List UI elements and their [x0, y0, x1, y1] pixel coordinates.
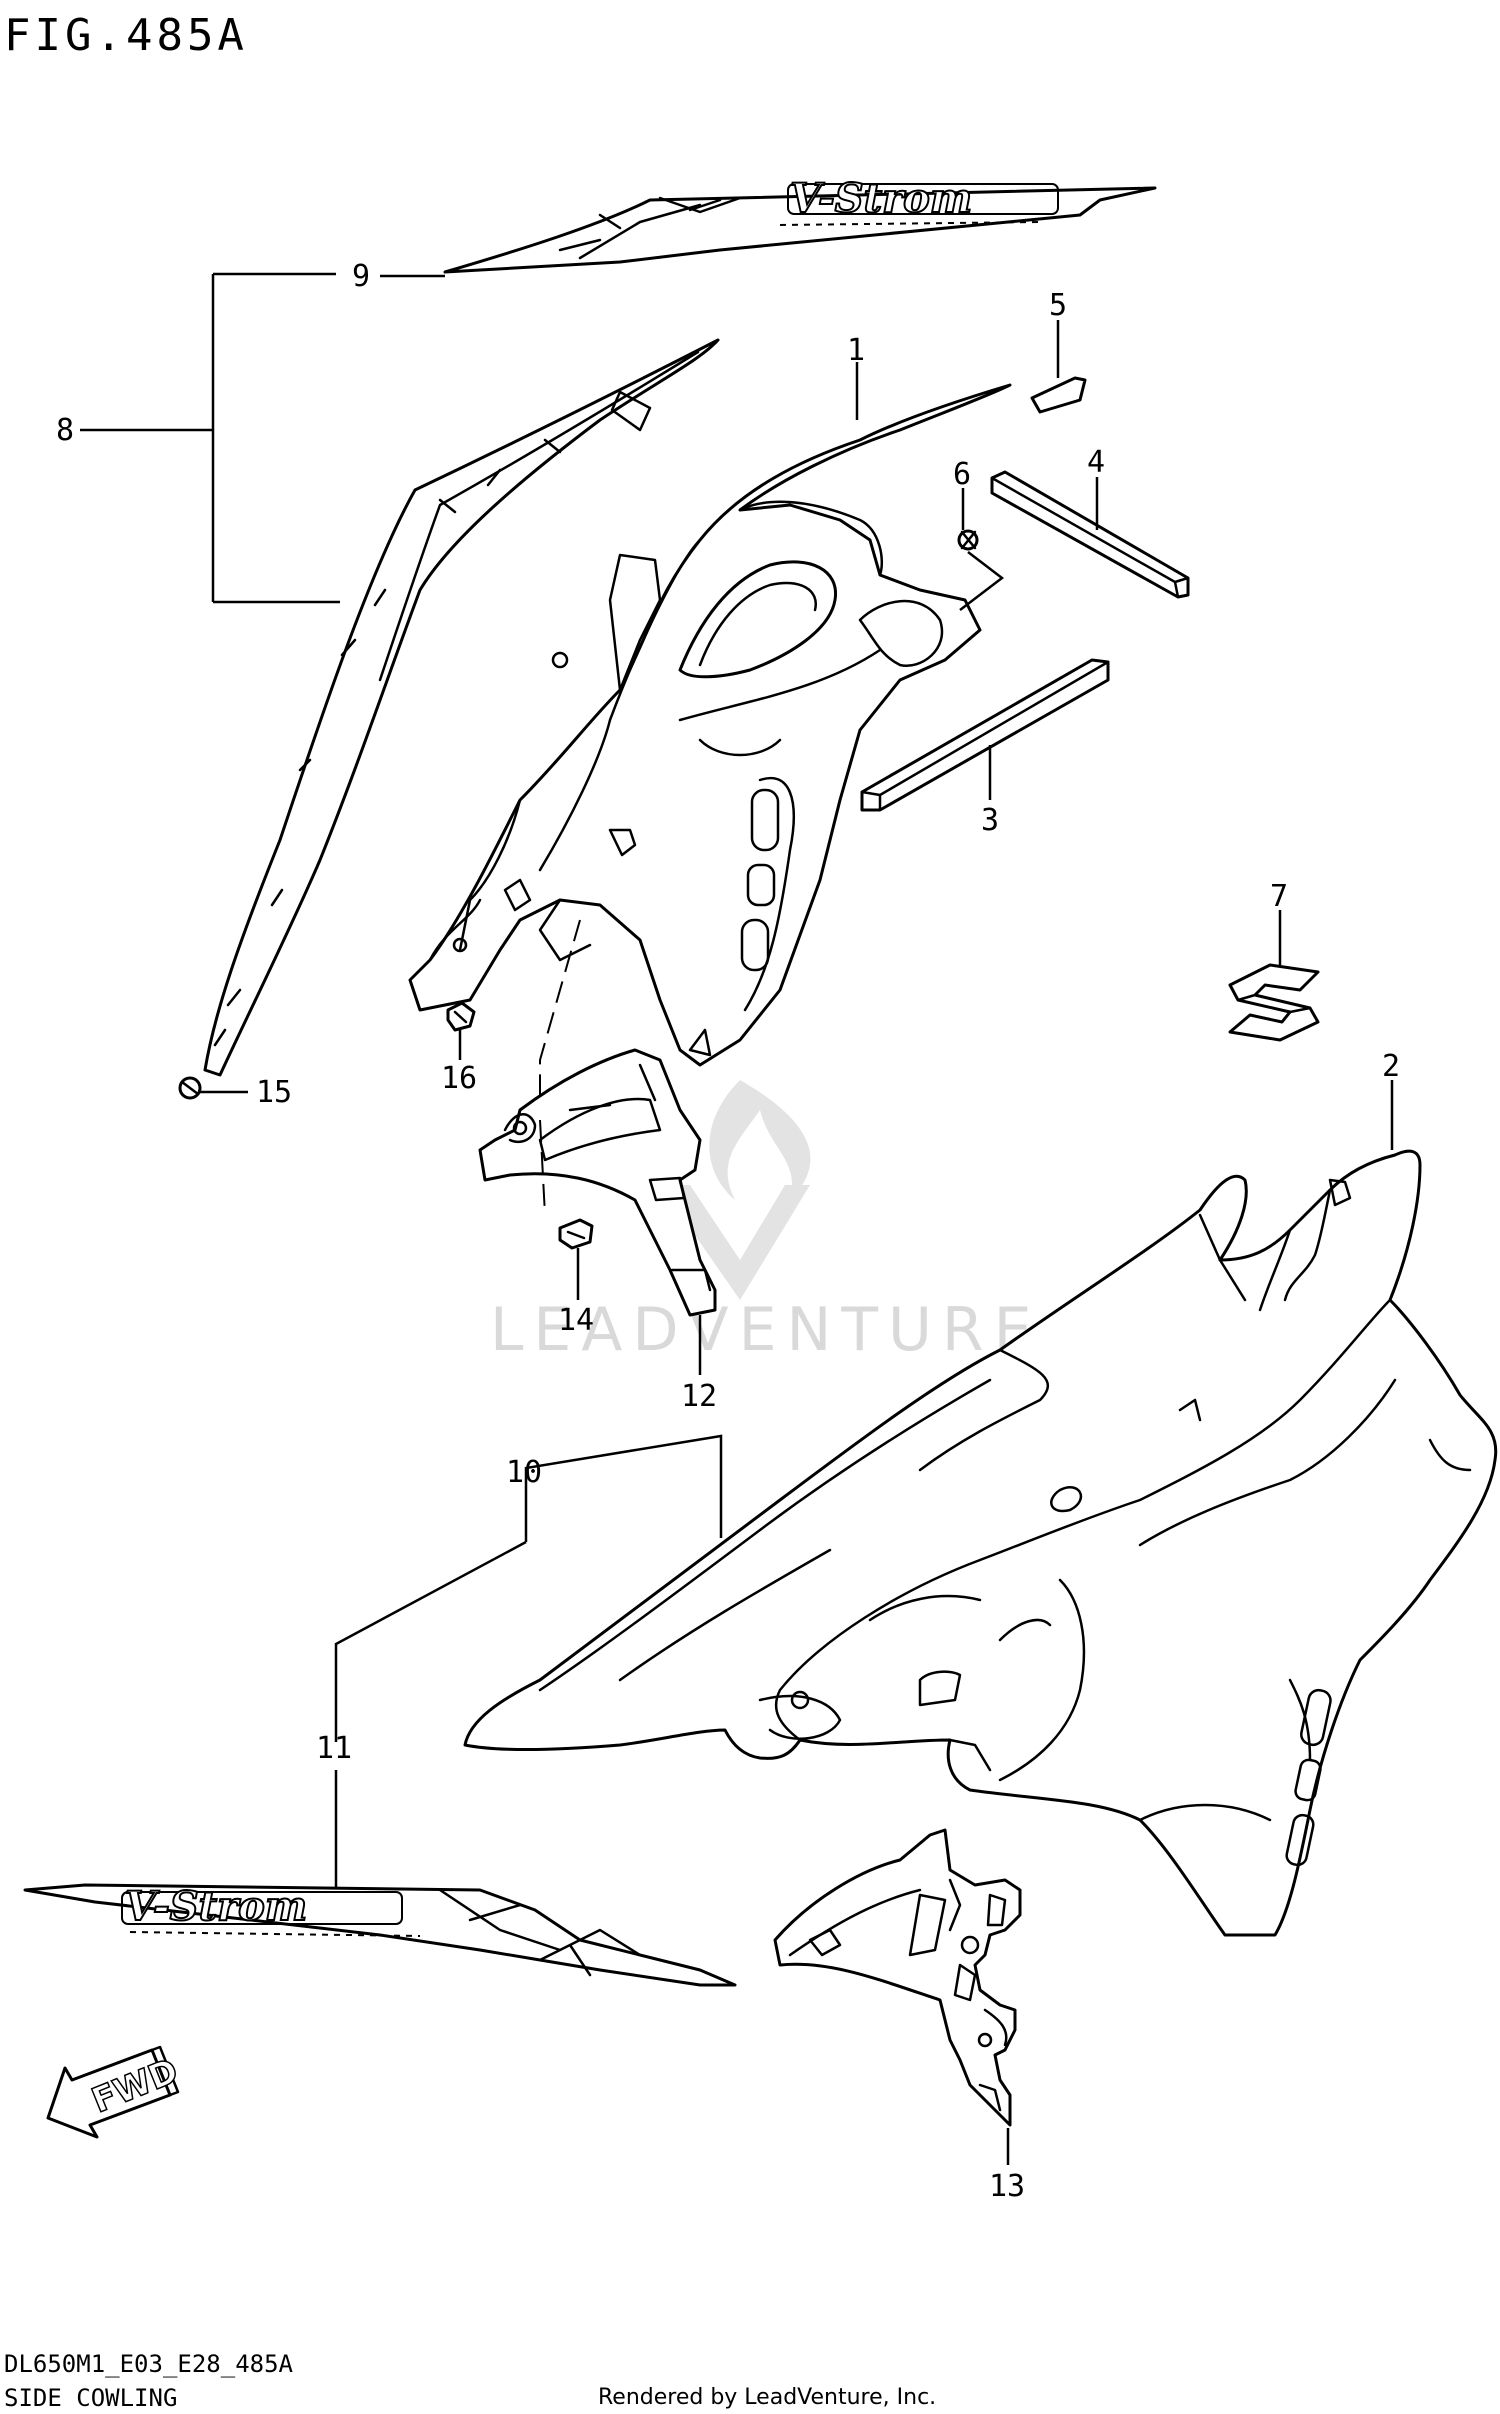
- part-11-lower-decal: V-Strom: [23, 1882, 737, 1987]
- diagram-code: DL650M1_E03_E28_485A: [4, 2350, 294, 2378]
- fwd-arrow-icon[interactable]: FWD: [46, 2045, 185, 2139]
- callout-2: 2: [1382, 1049, 1400, 1084]
- suzuki-s-emblem-icon: [1228, 963, 1320, 1042]
- section-name: SIDE COWLING: [4, 2384, 177, 2412]
- part-14-screw: [558, 1218, 594, 1250]
- render-credit: Rendered by LeadVenture, Inc.: [598, 2385, 936, 2410]
- part-1-inner-cowling: [408, 383, 1012, 1067]
- watermark: LEADVENTURE: [490, 1080, 1042, 1365]
- callout-7: 7: [1270, 879, 1288, 914]
- part-6-screw: [957, 529, 1005, 611]
- callout-15: 15: [256, 1075, 292, 1110]
- callout-12: 12: [681, 1379, 717, 1414]
- callout-13: 13: [989, 2169, 1025, 2204]
- part-15-screw: [178, 1076, 202, 1100]
- callout-6: 6: [953, 457, 971, 492]
- part-2-side-cowling: [463, 1149, 1498, 1937]
- part-4-foam-strip: [990, 470, 1190, 599]
- part-12-bracket: [478, 1048, 717, 1317]
- assembly-line-2: [539, 1119, 546, 1216]
- callout-3: 3: [981, 803, 999, 838]
- callout-16: 16: [441, 1061, 477, 1096]
- callout-4: 4: [1087, 445, 1105, 480]
- callout-1: 1: [847, 333, 865, 368]
- callout-10: 10: [506, 1455, 542, 1490]
- upper-decal-logo: V-Strom: [790, 175, 972, 222]
- callout-9: 9: [352, 259, 370, 294]
- part-5-pad: [1030, 376, 1087, 414]
- part-9-upper-decal: V-Strom: [443, 174, 1157, 274]
- figure-title: FIG.485A: [4, 10, 248, 61]
- watermark-text: LEADVENTURE: [490, 1295, 1042, 1365]
- part-13-bracket: [773, 1828, 1022, 2127]
- part-8-garnish: [203, 338, 720, 1077]
- callout-11: 11: [316, 1731, 352, 1766]
- assembly-line-1: [539, 919, 581, 1100]
- leader-lines: [80, 272, 1394, 2165]
- callout-8: 8: [56, 413, 74, 448]
- leadventure-flame-icon: [709, 1080, 811, 1200]
- callout-5: 5: [1049, 288, 1067, 323]
- part-16-clip: [446, 1001, 476, 1032]
- part-3-foam-strip: [860, 658, 1110, 812]
- callout-14: 14: [558, 1303, 594, 1338]
- callouts: 1 2 3 4 5 6 7 8 9 10 11 12 13 14 15 16: [56, 259, 1400, 2204]
- lower-decal-logo: V-Strom: [125, 1883, 307, 1930]
